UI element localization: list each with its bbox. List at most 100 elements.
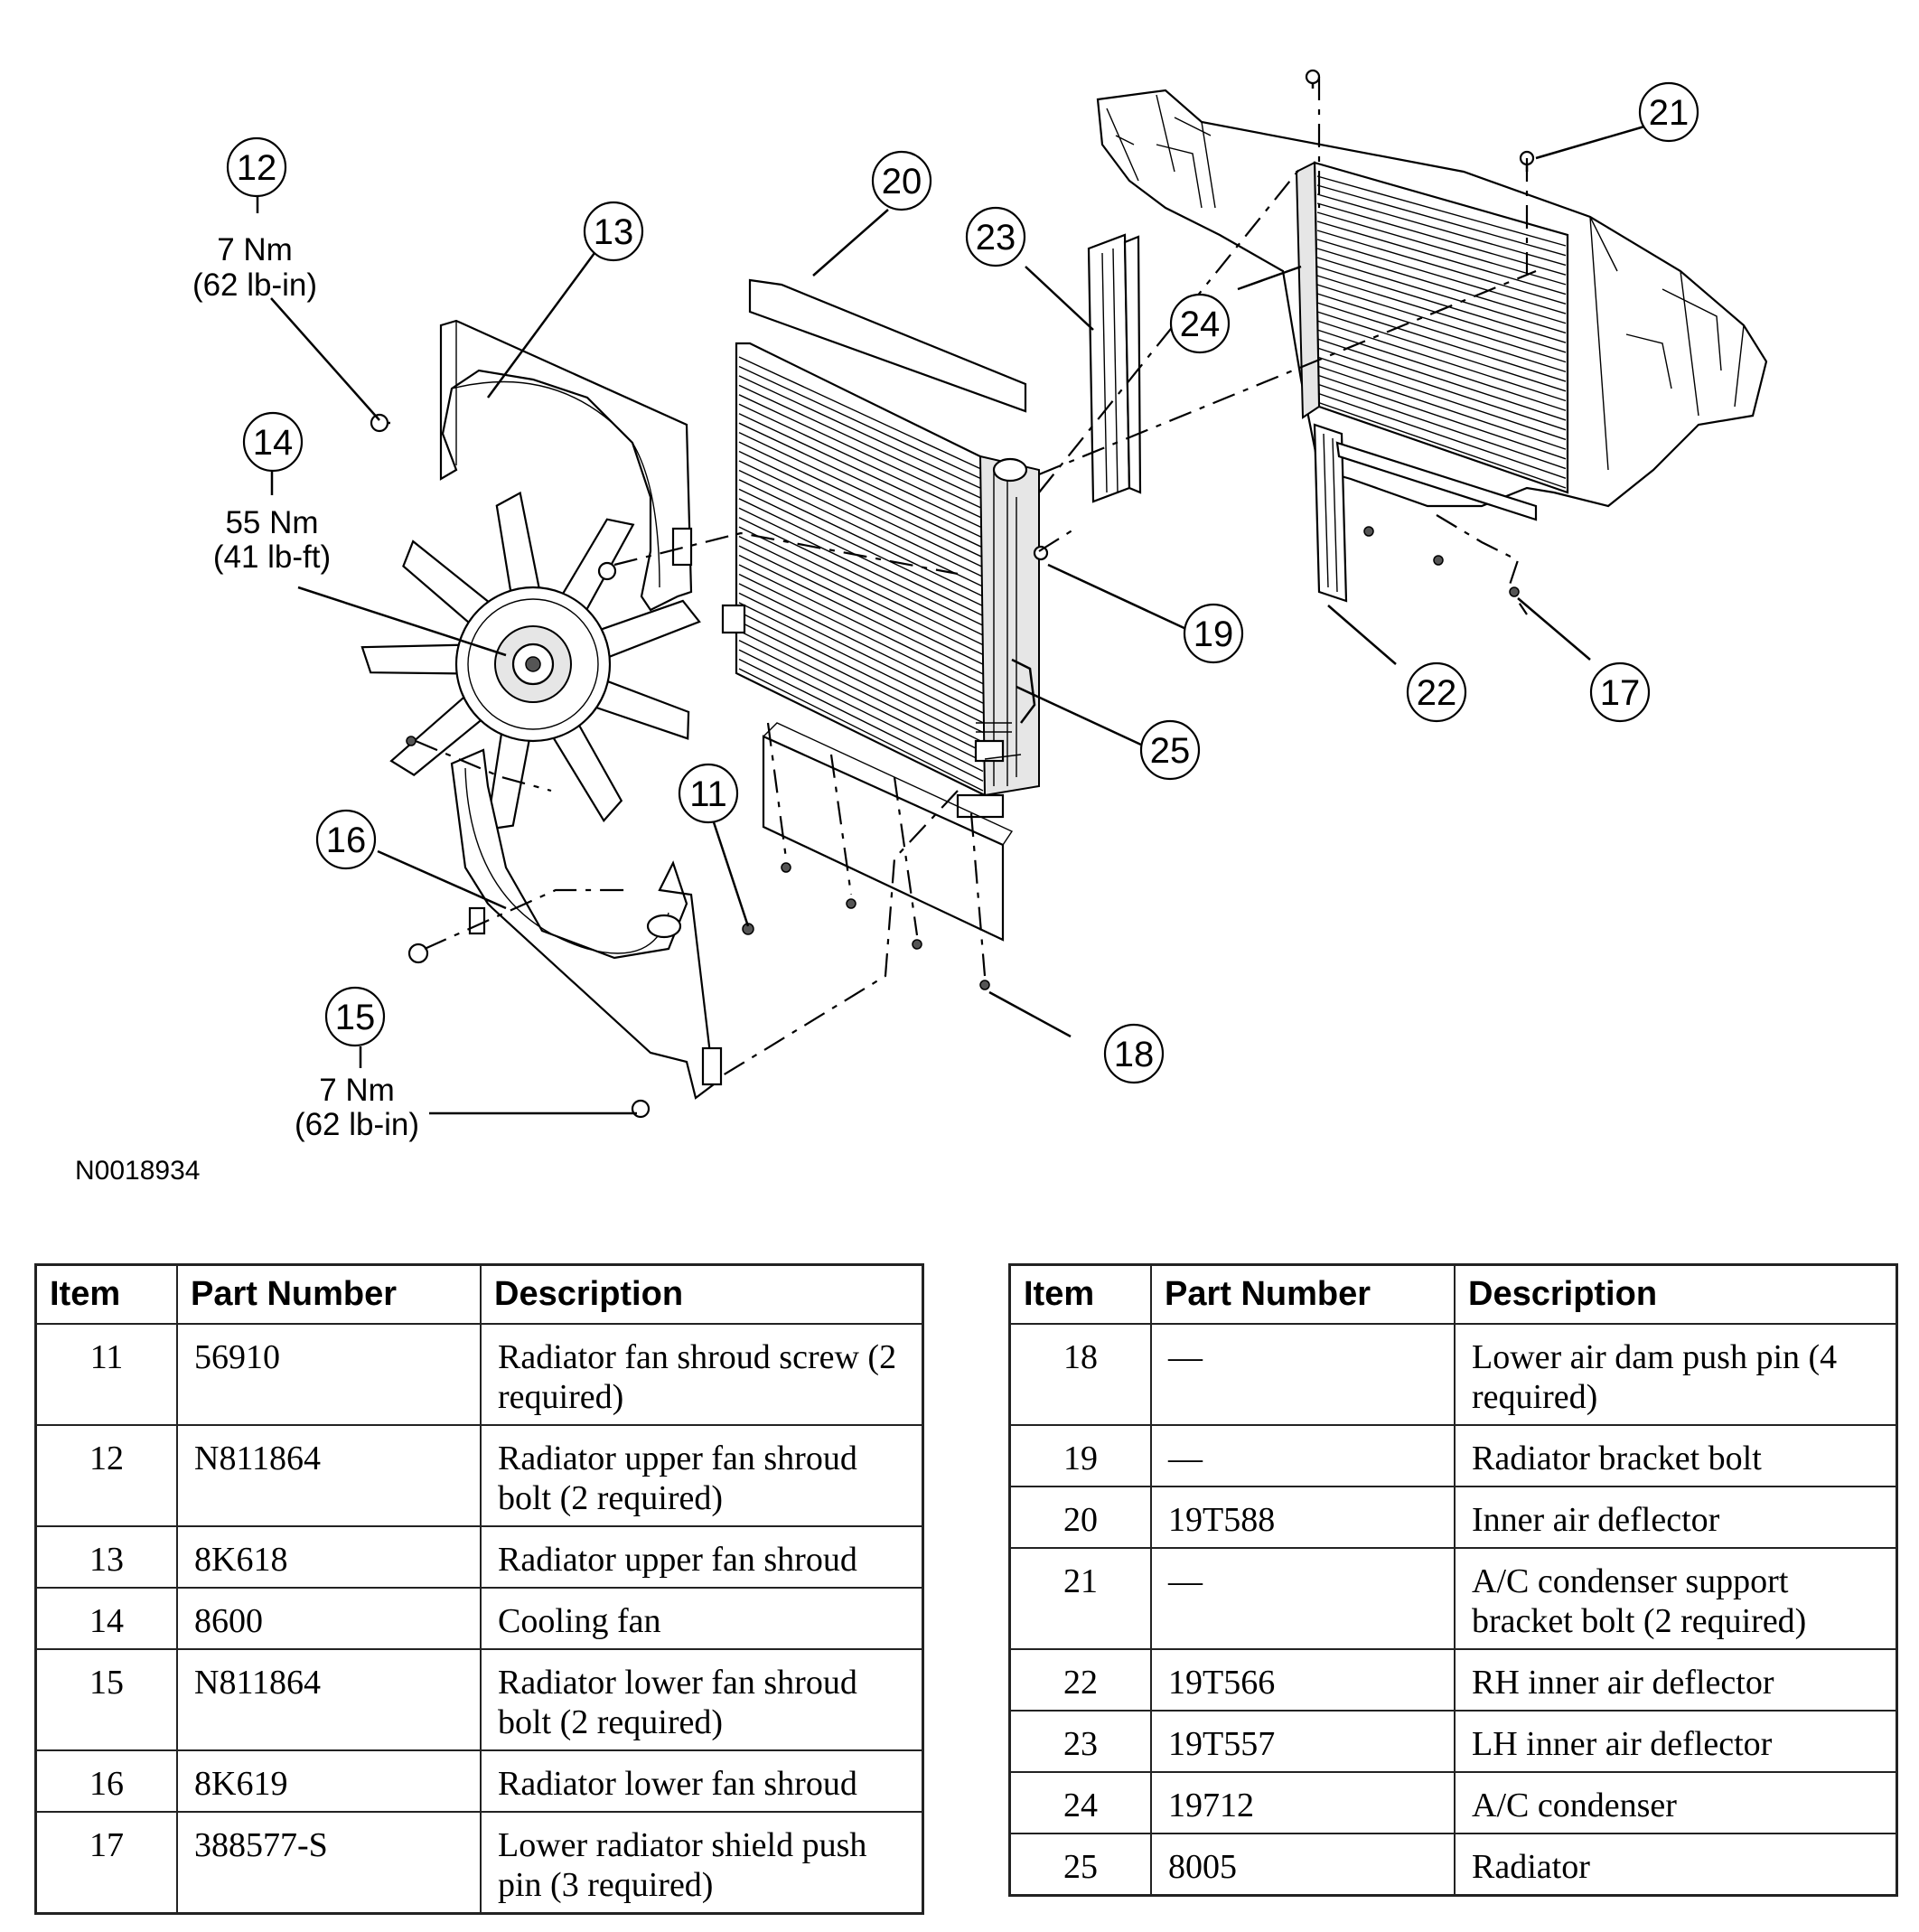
fin-line (1316, 365, 1567, 450)
callout-22: 22 (1406, 661, 1467, 723)
torque-12-metric: 7 Nm (217, 232, 293, 267)
callout-13: 13 (583, 201, 644, 262)
fin-line (738, 450, 984, 568)
callout-25: 25 (1139, 719, 1201, 781)
fin-line (738, 441, 984, 558)
cell-description: Radiator lower fan shroud bolt (2 requir… (480, 1648, 924, 1751)
fin-line (1316, 320, 1567, 402)
leader-lines (256, 125, 1645, 1115)
assembly-lines (415, 77, 1537, 1076)
bolt-upper-shroud-2 (597, 561, 617, 581)
fin-line (738, 498, 984, 616)
fin-line (738, 488, 984, 607)
callout-15: 15 (324, 986, 386, 1047)
callout-14: 14 (242, 411, 304, 473)
fin-line (738, 479, 984, 597)
column-header-item: Item (34, 1263, 178, 1325)
fan-blade (495, 491, 541, 596)
fin-line (738, 384, 984, 500)
svg-text:24: 24 (1180, 305, 1221, 344)
fin-line (738, 640, 984, 763)
cell-item: 14 (34, 1587, 178, 1650)
fin-line (1316, 248, 1567, 324)
fin-line (738, 668, 984, 792)
cell-part-number: N811864 (176, 1424, 482, 1527)
pin-18d (979, 980, 990, 990)
cell-item: 21 (1008, 1547, 1152, 1650)
torque-14-metric: 55 Nm (225, 505, 318, 540)
callout-21: 21 (1638, 81, 1699, 143)
fin-line (1316, 302, 1567, 382)
fin-line (738, 583, 984, 704)
svg-text:14: 14 (253, 423, 294, 463)
pin-18a (781, 862, 791, 873)
pin-18c (912, 939, 922, 950)
fin-line (1316, 202, 1567, 276)
fin-line (738, 554, 984, 675)
fin-line (738, 545, 984, 665)
fin-line (738, 592, 984, 714)
fin-line (738, 422, 984, 539)
cell-description: Radiator bracket bolt (1454, 1424, 1898, 1487)
fin-line (1316, 284, 1567, 363)
cell-part-number: 388577-S (176, 1811, 482, 1915)
fin-line (1316, 383, 1567, 470)
svg-text:12: 12 (237, 148, 277, 188)
cell-item: 11 (34, 1323, 178, 1426)
fin-line (1316, 311, 1567, 392)
svg-text:22: 22 (1417, 673, 1457, 713)
fin-line (738, 460, 984, 577)
cell-description: Radiator (1454, 1833, 1898, 1897)
cell-part-number: — (1150, 1547, 1456, 1650)
cell-description: Cooling fan (480, 1587, 924, 1650)
cell-item: 22 (1008, 1648, 1152, 1712)
svg-text:11: 11 (689, 774, 727, 814)
cell-part-number: 8K619 (176, 1749, 482, 1813)
fin-line (738, 658, 984, 782)
fin-line (738, 649, 984, 773)
fin-line (1316, 266, 1567, 343)
cell-part-number: 19T557 (1150, 1710, 1456, 1773)
cell-part-number: 19T566 (1150, 1648, 1456, 1712)
callout-18: 18 (1103, 1023, 1165, 1084)
fin-line (738, 611, 984, 734)
cell-item: 18 (1008, 1323, 1152, 1426)
pin-18b (846, 898, 857, 909)
cell-part-number: 19T588 (1150, 1486, 1456, 1549)
cell-description: Lower radiator shield push pin (3 requir… (480, 1811, 924, 1915)
callout-17: 17 (1589, 661, 1651, 723)
fin-line (738, 602, 984, 724)
fin-line (1316, 392, 1567, 479)
bolt-lower-shroud-2 (407, 943, 429, 964)
table-body: 18—Lower air dam push pin (4 required)19… (1008, 1323, 1898, 1897)
fin-line (1316, 347, 1567, 431)
cell-description: Radiator fan shroud screw (2 required) (480, 1323, 924, 1426)
cell-description: Radiator upper fan shroud (480, 1525, 924, 1589)
fin-line (738, 469, 984, 587)
cell-description: A/C condenser (1454, 1771, 1898, 1834)
cell-item: 12 (34, 1424, 178, 1527)
fin-line (738, 375, 984, 491)
cell-item: 16 (34, 1749, 178, 1813)
svg-text:21: 21 (1649, 93, 1690, 133)
table-header-row: Item Part Number Description (1008, 1263, 1898, 1325)
fin-line (1316, 193, 1567, 267)
fin-line (1316, 338, 1567, 421)
bolt-21b (1305, 69, 1321, 89)
fasteners (370, 69, 1535, 1119)
column-header-description: Description (1454, 1263, 1898, 1325)
screw-11b (406, 736, 417, 746)
bolt-19 (1033, 545, 1049, 561)
svg-text:25: 25 (1150, 731, 1191, 771)
svg-text:19: 19 (1194, 614, 1234, 654)
fin-line (1316, 374, 1567, 460)
svg-text:20: 20 (882, 162, 922, 202)
cell-description: Inner air deflector (1454, 1486, 1898, 1549)
fin-line (1316, 211, 1567, 286)
